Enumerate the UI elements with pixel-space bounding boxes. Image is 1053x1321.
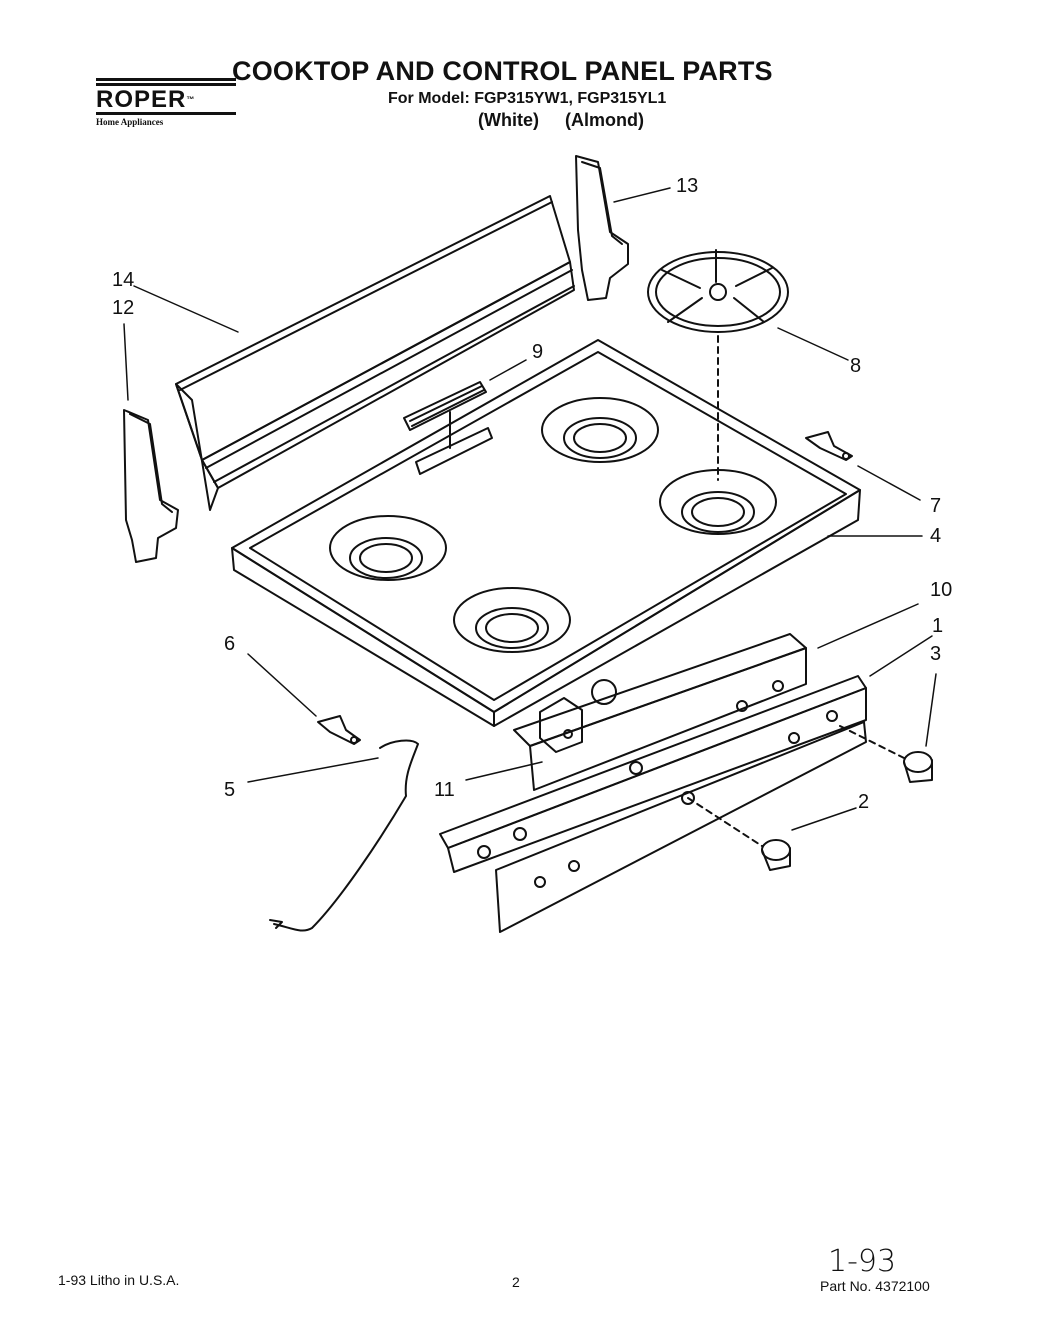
page-title: COOKTOP AND CONTROL PANEL PARTS <box>232 56 773 86</box>
callout-8: 8 <box>850 355 862 377</box>
callout-1: 1 <box>932 615 944 637</box>
logo-rule <box>96 78 236 81</box>
callout-4: 4 <box>930 525 942 547</box>
logo-wordmark: ROPER™ <box>96 86 196 113</box>
callout-6: 6 <box>224 633 236 655</box>
right-side-trim <box>575 155 629 301</box>
roper-logo: ROPER™ Home Appliances <box>96 78 236 127</box>
callout-2: 2 <box>858 791 870 813</box>
vent-grille <box>403 381 493 475</box>
logo-rule <box>96 112 236 115</box>
callout-5: 5 <box>224 779 236 801</box>
callout-7: 7 <box>930 495 942 517</box>
burner-front-right <box>453 587 571 653</box>
color-variants: (White) (Almond) <box>478 110 644 131</box>
burner-front-left <box>329 515 447 581</box>
burner-rear-right <box>659 469 777 535</box>
callout-14: 14 <box>112 269 135 291</box>
color-almond: (Almond) <box>564 110 644 130</box>
callout-9: 9 <box>532 341 544 363</box>
callout-12: 12 <box>112 297 135 319</box>
model-line: For Model: FGP315YW1, FGP315YL1 <box>388 90 667 107</box>
callout-3: 3 <box>930 643 942 665</box>
logo-tagline: Home Appliances <box>96 117 164 127</box>
logo-rule <box>96 83 236 86</box>
left-side-trim <box>123 409 179 563</box>
litho-note: 1-93 Litho in U.S.A. <box>58 1272 180 1288</box>
backguard-panel <box>175 195 575 511</box>
callout-10: 10 <box>930 579 953 601</box>
cooktop-main-top <box>231 339 861 727</box>
gas-valve <box>539 697 583 753</box>
part-number: Part No. 4372100 <box>820 1278 930 1294</box>
color-white: (White) <box>478 110 539 130</box>
right-bracket <box>805 431 853 461</box>
handwritten-date: 1-93 <box>828 1244 897 1279</box>
burner-rear-left <box>541 397 659 463</box>
manifold-panel <box>513 633 807 791</box>
control-knob-2 <box>687 797 791 871</box>
page-number: 2 <box>512 1274 520 1290</box>
callout-11: 11 <box>434 779 455 801</box>
burner-grate <box>647 249 789 481</box>
callout-13: 13 <box>676 175 699 197</box>
callout-leaders <box>123 187 937 831</box>
ignition-wire <box>269 739 419 932</box>
left-bracket <box>317 715 361 745</box>
control-knob-3 <box>839 725 933 783</box>
control-panel <box>439 675 867 933</box>
